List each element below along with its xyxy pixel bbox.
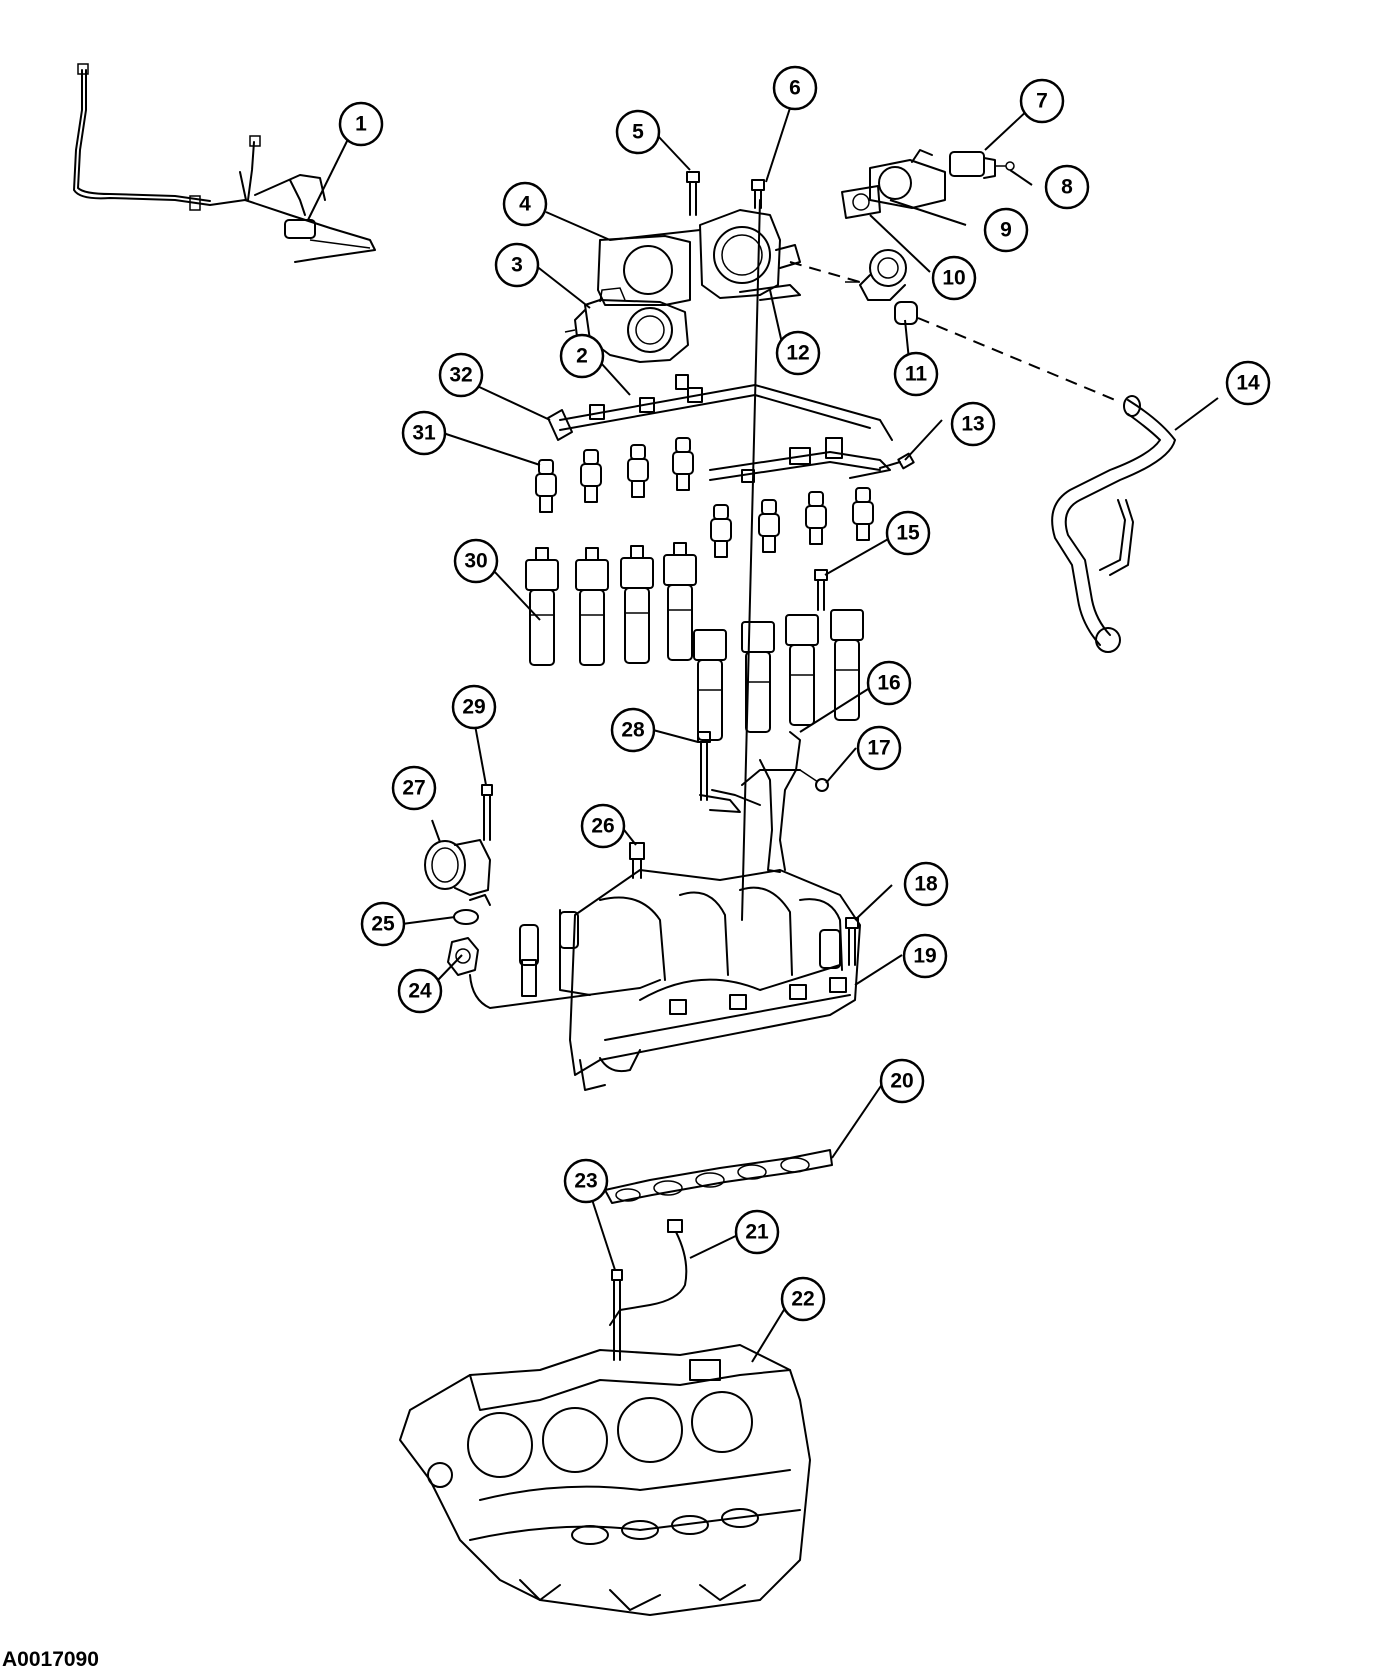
part-water-outlet [424,839,491,906]
callout-17: 17 [856,725,902,771]
svg-text:29: 29 [462,696,485,719]
callout-1: 1 [338,101,384,147]
part-intake-manifold [519,869,861,1091]
part-thermostat [447,937,479,976]
svg-text:30: 30 [464,550,487,573]
part-egr-transducer [845,249,918,325]
part-bolt-5 [686,171,700,216]
callout-30: 30 [453,538,499,584]
part-throttle-adapter [699,209,801,301]
leader-lines [307,107,1219,1363]
callout-27: 27 [391,765,437,811]
svg-text:17: 17 [867,737,890,760]
svg-text:18: 18 [914,873,938,896]
svg-text:12: 12 [786,342,809,365]
part-bolt-15 [814,569,828,611]
svg-text:26: 26 [591,815,614,838]
part-bolt-6 [751,179,765,209]
svg-text:15: 15 [896,522,920,545]
svg-text:28: 28 [621,719,645,742]
part-fuel-injectors-left [535,437,694,513]
part-bolt-29 [481,784,493,841]
callout-9: 9 [983,207,1029,253]
part-ignition-coils-right [693,609,864,741]
callout-15: 15 [885,510,931,556]
callout-2: 2 [559,333,605,379]
part-egr-valve [869,149,946,209]
callout-7: 7 [1019,78,1065,124]
callout-12: 12 [775,330,821,376]
part-bolt-13 [879,452,915,470]
svg-text:4: 4 [519,193,531,216]
callout-6: 6 [772,65,818,111]
svg-text:5: 5 [632,121,644,144]
svg-text:2: 2 [576,345,588,368]
svg-text:32: 32 [449,364,472,387]
svg-text:25: 25 [371,913,395,936]
svg-text:9: 9 [1000,219,1012,242]
callout-21: 21 [734,1209,780,1255]
part-outlet-gasket [453,909,479,925]
svg-text:14: 14 [1236,372,1260,395]
callout-8: 8 [1044,164,1090,210]
part-knock-sensor [609,1219,688,1326]
callout-4: 4 [502,181,548,227]
svg-text:8: 8 [1061,176,1073,199]
part-egr-tube [1051,395,1176,653]
callout-32: 32 [438,352,484,398]
svg-text:20: 20 [890,1070,913,1093]
svg-text:10: 10 [942,267,965,290]
callout-5: 5 [615,109,661,155]
part-bolt-28 [697,731,741,813]
part-egr-solenoid [949,151,1015,179]
svg-text:7: 7 [1036,90,1048,113]
callout-28: 28 [610,707,656,753]
svg-text:3: 3 [511,254,523,277]
part-coolant-tube [711,731,801,873]
callout-10: 10 [931,255,977,301]
callout-19: 19 [902,933,948,979]
part-bolt-23 [611,1269,623,1361]
callout-22: 22 [780,1276,826,1322]
callout-23: 23 [563,1158,609,1204]
callout-13: 13 [950,401,996,447]
part-wiring-harness [73,63,376,263]
svg-text:31: 31 [412,422,436,445]
callout-18: 18 [903,861,949,907]
svg-text:1: 1 [355,113,367,136]
svg-text:13: 13 [961,413,984,436]
part-nut-17 [799,769,829,792]
callout-31: 31 [401,410,447,456]
part-engine-block [399,1344,811,1616]
part-throttle-gasket [597,235,691,306]
part-bolt-18 [845,917,859,966]
part-manifold-gasket [604,1149,833,1204]
svg-text:19: 19 [913,945,936,968]
svg-text:16: 16 [877,672,900,695]
svg-text:11: 11 [905,363,928,386]
svg-text:27: 27 [402,777,425,800]
part-fuel-injectors-right [710,487,874,558]
part-ignition-coils-left [525,542,697,666]
svg-text:22: 22 [791,1288,814,1311]
svg-text:23: 23 [574,1170,597,1193]
callout-24: 24 [397,968,443,1014]
callout-29: 29 [451,684,497,730]
svg-text:24: 24 [408,980,432,1003]
figure-id: A0017090 [2,1648,99,1671]
callout-16: 16 [866,660,912,706]
part-egr-gasket [841,185,881,219]
part-temp-sensor-lead [469,974,661,1009]
svg-text:21: 21 [745,1221,769,1244]
callout-25: 25 [360,901,406,947]
callout-14: 14 [1225,360,1271,406]
callout-11: 11 [893,351,939,397]
part-long-stud [741,199,761,921]
callout-3: 3 [494,242,540,288]
svg-text:6: 6 [789,77,801,100]
callout-20: 20 [879,1058,925,1104]
callout-26: 26 [580,803,626,849]
